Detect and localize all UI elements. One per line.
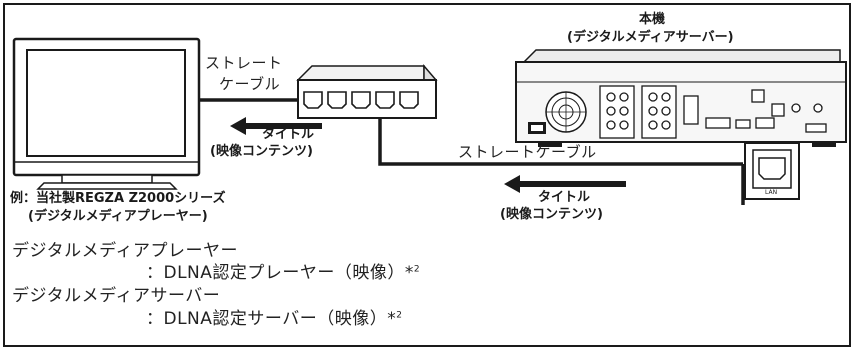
title-sub-left: (映像コンテンツ): [210, 144, 313, 159]
lan-port-label: LAN: [765, 189, 778, 196]
tv-illustration: [12, 37, 201, 190]
title-sub-right: (映像コンテンツ): [500, 207, 603, 222]
example-label-line2: (デジタルメディアプレーヤー): [28, 209, 208, 224]
device-label-line2: (デジタルメディアサーバー): [567, 30, 734, 45]
title-label-right: タイトル: [538, 190, 591, 205]
note-server-heading: デジタルメディアサーバー: [12, 286, 221, 306]
network-hub: [296, 63, 438, 119]
note-server-detail: ：DLNA認定サーバー（映像）*2: [146, 309, 403, 329]
diagram-frame: [3, 3, 851, 347]
note-player-detail: ：DLNA認定プレーヤー（映像）*2: [146, 263, 421, 283]
note-player-heading: デジタルメディアプレーヤー: [12, 241, 238, 261]
device-label-line1: 本機: [639, 12, 666, 27]
cables: [199, 98, 780, 205]
recorder-device: [515, 49, 847, 147]
straight-cable-label-line1: ストレート: [205, 54, 283, 72]
arrow-left-upper: [230, 117, 322, 135]
straight-cable-long-label: ストレートケーブル: [458, 143, 597, 161]
title-label-left: タイトル: [262, 127, 315, 142]
straight-cable-label-line2: ケーブル: [219, 75, 281, 93]
lan-port-callout: [744, 142, 800, 200]
arrow-left-lower: [504, 175, 626, 193]
example-label-line1: 例：当社製REGZA Z2000シリーズ: [10, 191, 226, 206]
